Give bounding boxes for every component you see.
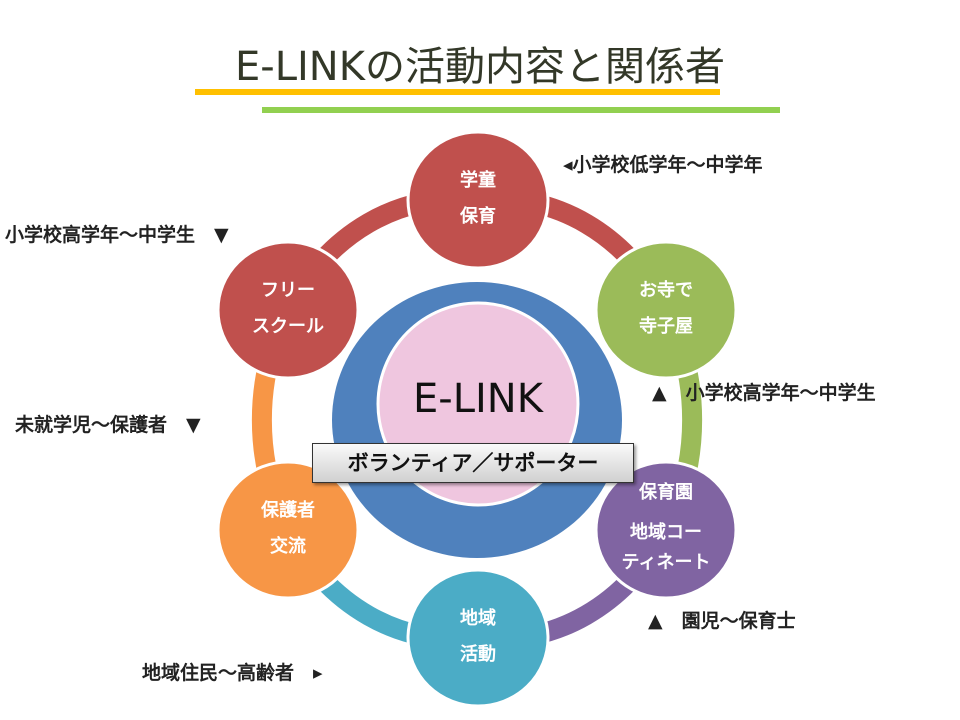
node-line: 地域コー	[630, 522, 702, 543]
node-line: 交流	[270, 536, 306, 557]
node-line: 保護者	[261, 500, 315, 521]
node-freeschool: フリー スクール	[218, 273, 358, 345]
node-line: 地域	[460, 608, 496, 629]
node-line: 活動	[460, 644, 496, 665]
label-gakudo-audience: ◂小学校低学年～中学年	[563, 154, 763, 176]
node-terakoya-circle	[594, 240, 738, 380]
node-hogosha: 保護者 交流	[218, 493, 358, 565]
label-hoikuen-audience: ▲ 園児～保育士	[648, 610, 796, 632]
volunteer-banner: ボランティア／サポーター	[312, 443, 634, 483]
node-chiiki: 地域 活動	[408, 601, 548, 673]
label-freeschool-audience: 小学校高学年～中学生 ▼	[5, 224, 229, 246]
node-line: スクール	[252, 316, 324, 337]
node-line: 学童	[460, 170, 496, 191]
node-line: 寺子屋	[639, 316, 693, 337]
node-gakudo: 学童 保育	[408, 163, 548, 235]
node-gakudo-circle	[406, 130, 550, 270]
node-hogosha-circle	[216, 460, 360, 600]
node-line: 保育	[460, 206, 496, 227]
node-hoikuen: 保育園 地域コー ティネート	[596, 478, 736, 578]
node-terakoya: お寺で 寺子屋	[596, 273, 736, 345]
node-line: お寺で	[639, 280, 693, 301]
node-chiiki-circle	[406, 568, 550, 708]
title-underline-yellow	[195, 89, 720, 95]
page-title: E-LINKの活動内容と関係者	[235, 44, 725, 90]
title-underline-green	[262, 107, 780, 113]
center-label: E-LINK	[413, 376, 543, 422]
label-hogosha-audience: 未就学児～保護者 ▼	[15, 414, 201, 436]
label-chiiki-audience: 地域住民～高齢者 ▸	[142, 662, 323, 684]
node-line: フリー	[261, 280, 315, 301]
label-terakoya-audience: ▲ 小学校高学年～中学生	[652, 382, 876, 404]
node-line: ティネート	[621, 552, 711, 573]
node-line: 保育園	[639, 482, 693, 503]
node-freeschool-circle	[216, 240, 360, 380]
node-hoikuen-circle	[594, 460, 738, 600]
